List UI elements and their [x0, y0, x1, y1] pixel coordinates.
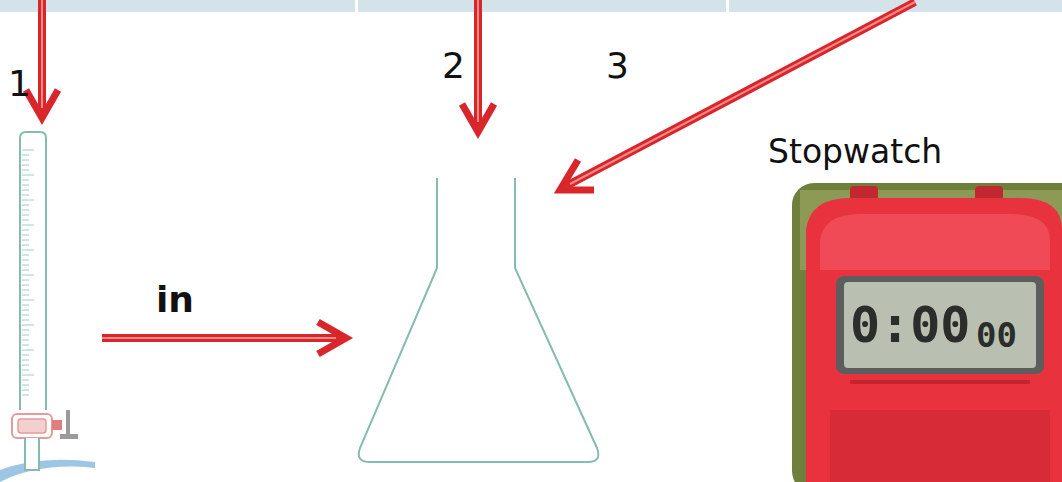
burette — [12, 132, 78, 470]
decor-swoosh — [0, 460, 95, 482]
graduation-tick — [22, 245, 29, 246]
graduation-tick — [22, 370, 29, 371]
graduation-tick — [22, 215, 29, 216]
display-digits: 00 — [976, 318, 1017, 352]
graduation-tick — [22, 160, 29, 161]
graduation-tick — [22, 335, 29, 336]
burette-tube — [20, 132, 46, 410]
arrow-shaft — [38, 0, 46, 112]
graduation-tick — [22, 305, 29, 306]
stopwatch-trim — [850, 380, 1030, 384]
graduation-tick — [22, 235, 29, 236]
graduation-tick — [22, 300, 34, 301]
graduation-tick — [22, 165, 29, 166]
photo-background — [792, 183, 1062, 482]
arrow-head — [462, 104, 494, 132]
graduation-tick — [22, 275, 34, 276]
stopwatch-strap — [830, 410, 1050, 482]
graduation-tick — [22, 260, 29, 261]
graduation-tick — [22, 250, 34, 251]
graduation-tick — [22, 330, 29, 331]
graduation-tick — [22, 265, 29, 266]
graduation-tick — [22, 170, 29, 171]
arrow-head — [560, 160, 594, 190]
graduation-tick — [22, 155, 29, 156]
graduation-tick — [22, 185, 29, 186]
graduation-tick — [22, 380, 29, 381]
graduation-tick — [22, 290, 29, 291]
stopcock-core — [18, 419, 46, 433]
lcd-frame — [836, 276, 1044, 374]
graduation-tick — [22, 385, 29, 386]
graduation-tick — [22, 190, 29, 191]
graduation-tick — [22, 390, 29, 391]
stopcock-key — [60, 434, 78, 439]
graduation-tick — [22, 175, 34, 176]
header-divider — [726, 0, 729, 12]
graduation-tick — [22, 255, 29, 256]
arrow-head — [318, 322, 346, 354]
callout-number: 3 — [606, 48, 629, 84]
graduation-tick — [22, 180, 29, 181]
graduation-tick — [22, 320, 29, 321]
arrow-label: in — [156, 282, 194, 318]
arrow-shaft — [102, 337, 336, 339]
graduation-tick — [22, 240, 29, 241]
graduation-tick — [22, 355, 29, 356]
graduation-tick — [22, 360, 29, 361]
lcd-screen — [844, 282, 1036, 368]
graduation-tick — [22, 285, 29, 286]
graduation-tick — [22, 200, 34, 201]
graduation-tick — [22, 150, 34, 151]
stopcock-key — [66, 410, 70, 436]
graduation-tick — [22, 270, 29, 271]
graduation-tick — [22, 315, 29, 316]
conical-flask — [359, 178, 599, 462]
stopwatch-picture — [792, 183, 1062, 482]
graduation-tick — [22, 195, 29, 196]
burette-tip — [25, 438, 39, 470]
graduation-tick — [22, 395, 29, 396]
stopwatch-body — [806, 198, 1062, 482]
graduation-tick — [22, 210, 29, 211]
graduation-tick — [22, 225, 34, 226]
callout-number: 2 — [442, 48, 465, 84]
arrow-shaft — [477, 0, 479, 122]
graduation-tick — [22, 375, 34, 376]
display-digits: 0:00 — [850, 300, 970, 350]
arrow-shaft — [41, 0, 43, 108]
stopcock-handle — [52, 420, 62, 430]
arrow-shaft — [102, 334, 340, 342]
graduation-tick — [22, 325, 34, 326]
graduation-tick — [22, 365, 29, 366]
pointer-arrows — [26, 0, 915, 354]
graduation-tick — [22, 205, 29, 206]
graduation-tick — [22, 310, 29, 311]
graduation-tick — [22, 280, 29, 281]
stopcock-body — [12, 414, 52, 438]
stopwatch-face — [820, 214, 1050, 270]
arrow-shaft — [474, 0, 482, 126]
graduation-tick — [22, 350, 34, 351]
burette-graduations — [22, 150, 34, 395]
graduation-tick — [22, 345, 29, 346]
graduation-tick — [22, 295, 29, 296]
device-name: Stopwatch — [768, 135, 942, 168]
graduation-tick — [22, 220, 29, 221]
graduation-tick — [22, 340, 29, 341]
graduation-tick — [22, 230, 29, 231]
callout-number: 1 — [8, 66, 31, 102]
header-divider — [355, 0, 358, 12]
